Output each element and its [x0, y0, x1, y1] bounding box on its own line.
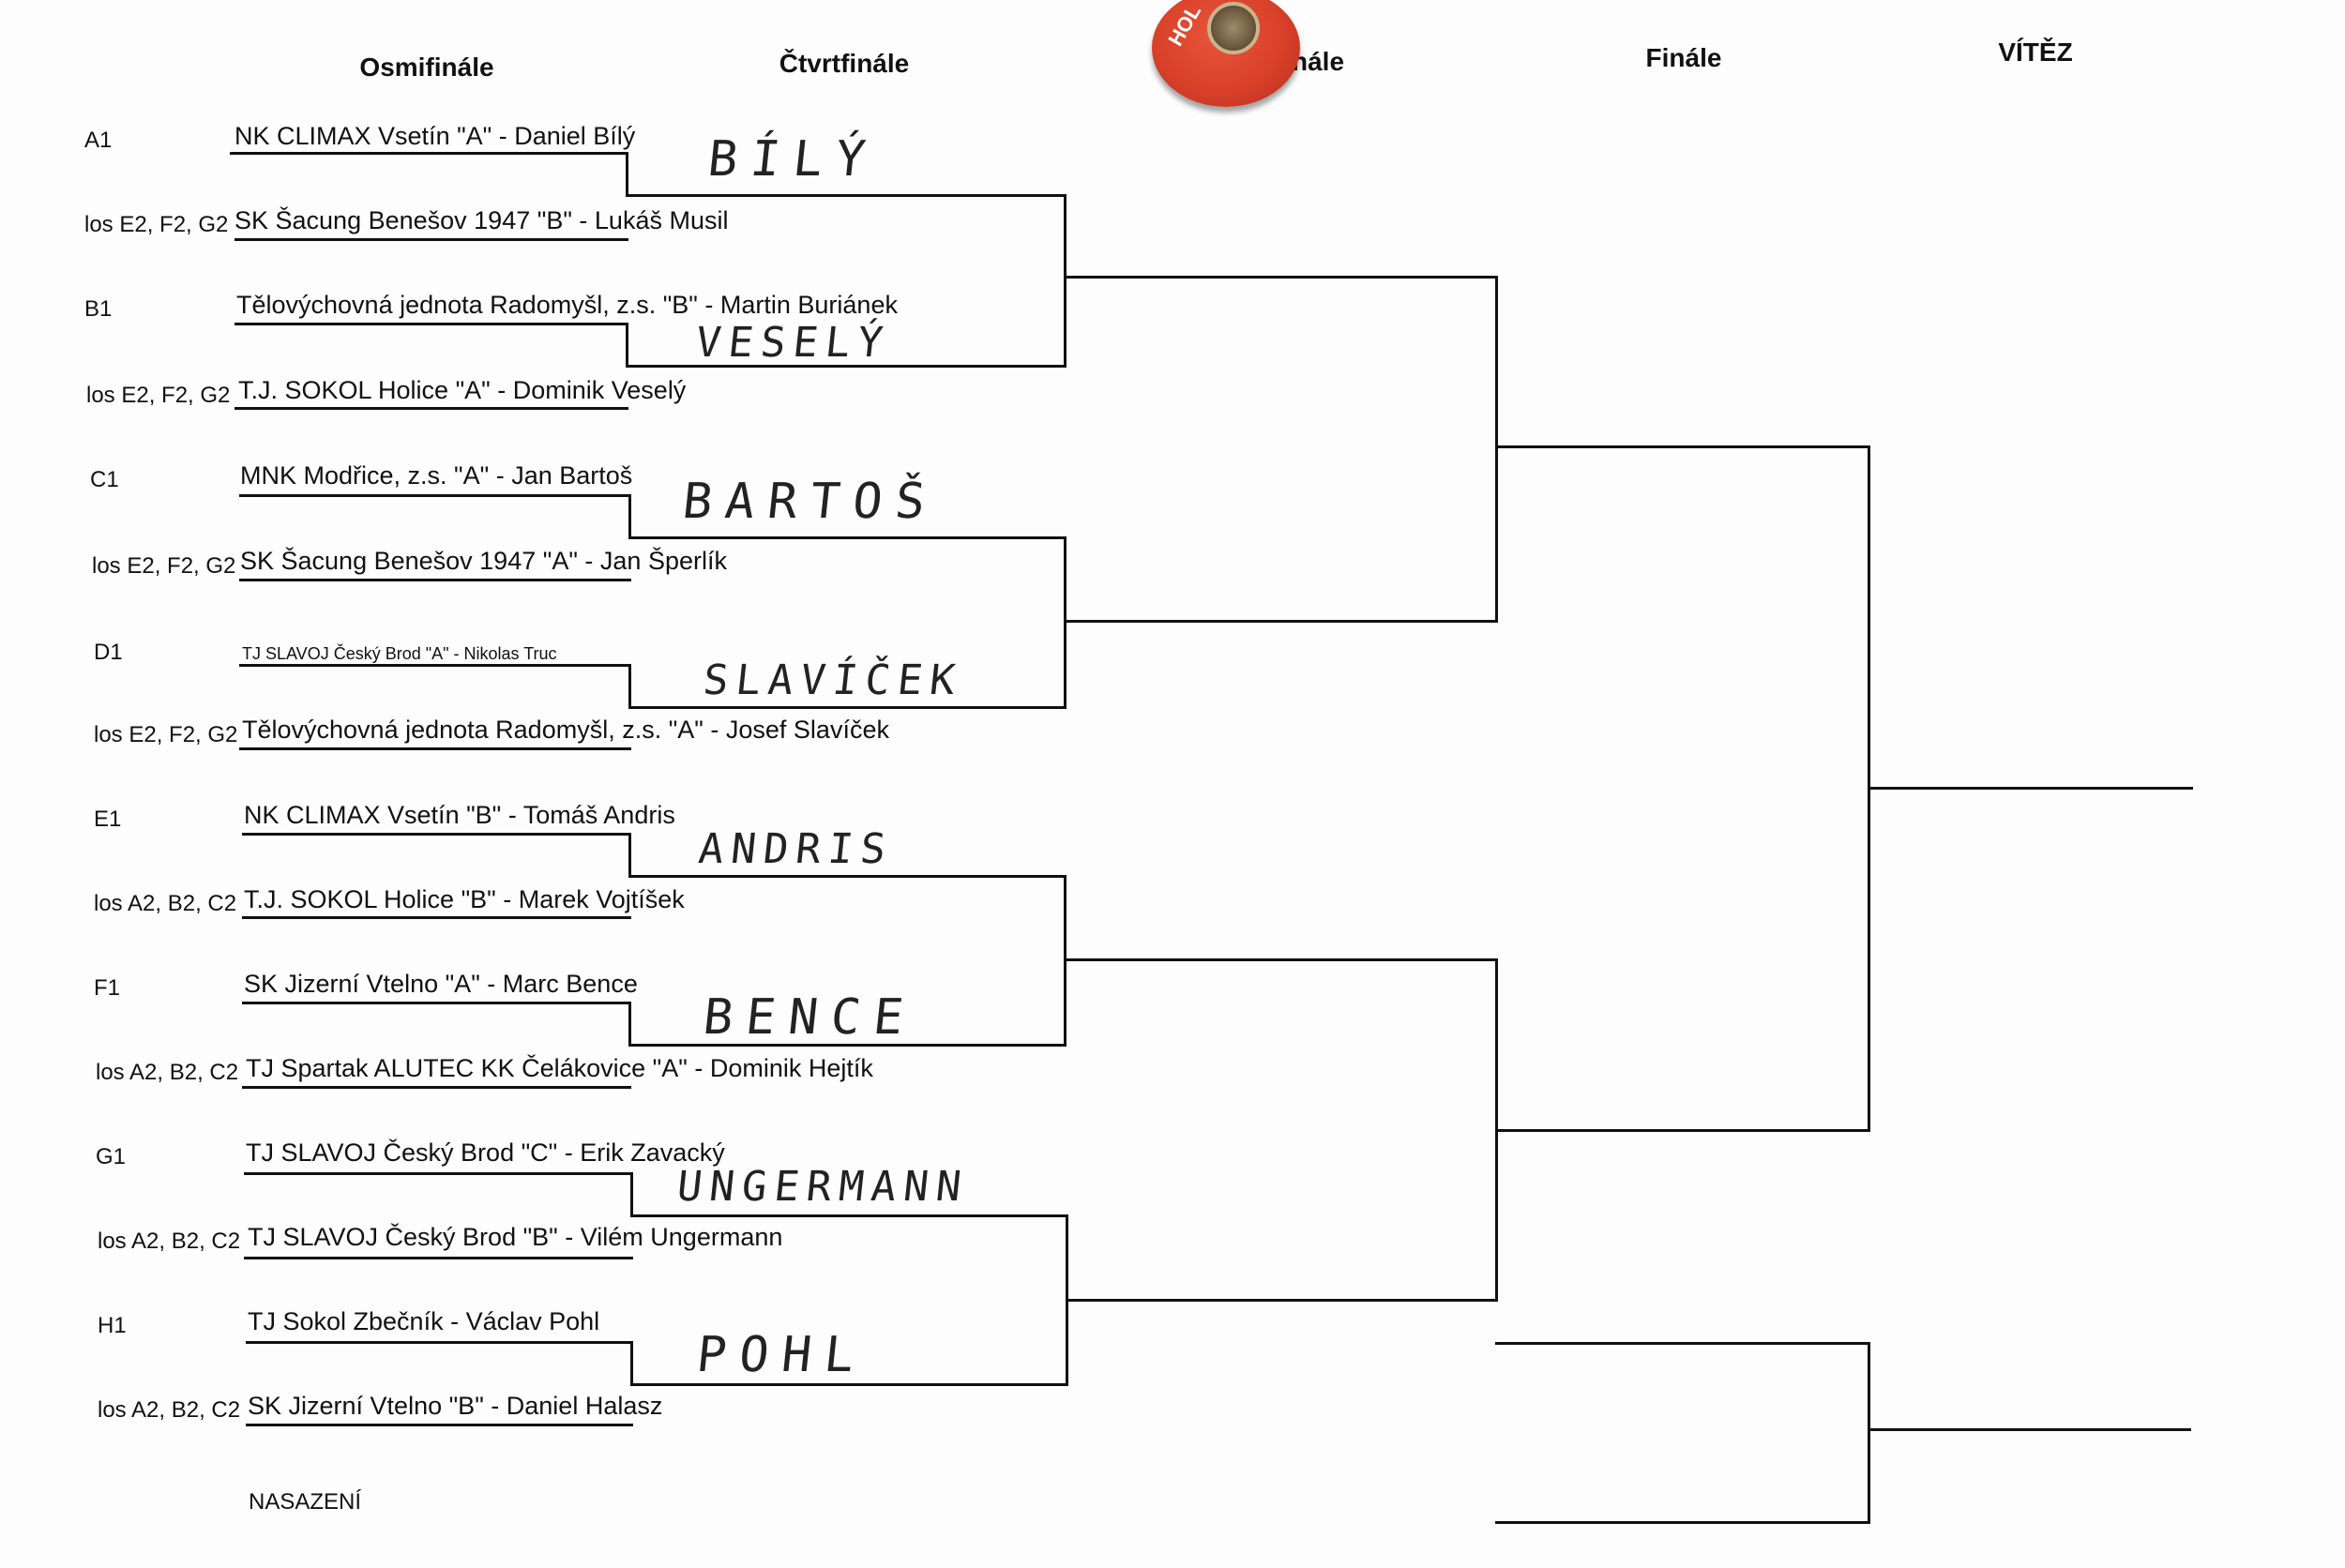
slot-line: [234, 407, 628, 410]
seed-label: los A2, B2, C2: [98, 1229, 241, 1254]
slot-line: [234, 238, 628, 241]
seed-label: H1: [98, 1313, 127, 1338]
qf-line: [626, 365, 1067, 368]
connector: [626, 323, 628, 367]
seed-label: G1: [96, 1144, 127, 1169]
magnet-hole: [1207, 2, 1260, 54]
third-place-line: [1495, 1342, 1870, 1345]
slot-line: [244, 1172, 633, 1175]
handwritten-winner: BARTOŠ: [679, 474, 941, 530]
seed-label: los E2, F2, G2: [86, 383, 231, 408]
header-quarterfinals: Čtvrtfinále: [779, 49, 910, 78]
seed-label: E1: [94, 807, 122, 832]
slot-line: [230, 152, 628, 155]
seed-label: los E2, F2, G2: [94, 722, 238, 747]
slot-line: [246, 1341, 633, 1344]
connector: [630, 1341, 633, 1385]
third-place-line: [1495, 1521, 1870, 1524]
slot-line: [242, 1002, 631, 1004]
team-entry: TJ SLAVOJ Český Brod "B" - Vilém Ungerma…: [248, 1223, 783, 1251]
connector: [1868, 1342, 1870, 1524]
team-entry: T.J. SOKOL Holice "A" - Dominik Veselý: [238, 376, 687, 404]
handwritten-winner: UNGERMANN: [674, 1163, 972, 1211]
seed-label: los A2, B2, C2: [96, 1060, 239, 1085]
slot-line: [246, 1424, 633, 1426]
team-entry: Tělovýchovná jednota Radomyšl, z.s. "B" …: [236, 291, 898, 319]
qf-line: [630, 1383, 1068, 1386]
seed-label: F1: [94, 975, 121, 1001]
seed-label: B1: [84, 296, 113, 322]
slot-line: [239, 664, 631, 667]
final-line: [1495, 445, 1870, 448]
connector: [628, 1002, 631, 1046]
slot-line: [239, 747, 631, 750]
slot-line: [242, 1086, 631, 1089]
seed-label: los A2, B2, C2: [98, 1397, 241, 1423]
final-line: [1495, 1129, 1870, 1132]
header-semifinals: nále: [1291, 47, 1345, 76]
sf-line: [1066, 1299, 1498, 1302]
qf-line: [628, 706, 1067, 709]
slot-line: [242, 916, 631, 919]
connector: [1064, 194, 1067, 368]
header-final: Finále: [1645, 43, 1722, 72]
team-entry: NK CLIMAX Vsetín "B" - Tomáš Andris: [244, 801, 675, 829]
connector: [628, 664, 631, 708]
handwritten-winner: VESELÝ: [693, 319, 893, 367]
handwritten-winner: ANDRIS: [696, 825, 896, 873]
team-entry: SK Šacung Benešov 1947 "B" - Lukáš Musil: [234, 206, 729, 234]
seed-label: los E2, F2, G2: [92, 553, 236, 579]
sf-line: [1064, 620, 1498, 623]
qf-line: [628, 536, 1067, 539]
slot-line: [244, 1257, 633, 1259]
team-entry: SK Šacung Benešov 1947 "A" - Jan Šperlík: [240, 547, 727, 575]
team-entry: Tělovýchovná jednota Radomyšl, z.s. "A" …: [242, 716, 889, 744]
connector: [628, 833, 631, 877]
team-entry: SK Jizerní Vtelno "B" - Daniel Halasz: [248, 1392, 663, 1420]
sf-line: [1064, 276, 1498, 279]
slot-line: [239, 494, 631, 497]
team-entry: T.J. SOKOL Holice "B" - Marek Vojtíšek: [244, 885, 685, 913]
qf-line: [630, 1214, 1068, 1217]
header-round-of-16: Osmifinále: [359, 53, 494, 82]
team-entry: NK CLIMAX Vsetín "A" - Daniel Bílý: [234, 122, 636, 150]
team-entry: MNK Modřice, z.s. "A" - Jan Bartoš: [240, 461, 633, 490]
seed-label: los A2, B2, C2: [94, 891, 237, 916]
connector: [628, 494, 631, 538]
seed-label: los E2, F2, G2: [84, 212, 229, 237]
seed-label: D1: [94, 640, 123, 665]
handwritten-winner: BÍLÝ: [704, 131, 882, 188]
qf-line: [628, 1044, 1067, 1047]
header-winner: VÍTĚZ: [1998, 38, 2073, 67]
connector: [1064, 536, 1067, 709]
sf-line: [1064, 958, 1498, 961]
footer-label: NASAZENÍ: [249, 1489, 362, 1515]
slot-line: [234, 323, 628, 325]
connector: [1495, 276, 1498, 623]
team-entry: TJ SLAVOJ Český Brod "A" - Nikolas Truc: [242, 644, 557, 663]
connector: [630, 1172, 633, 1216]
team-entry: TJ Sokol Zbečník - Václav Pohl: [248, 1307, 600, 1335]
third-place-winner-line: [1868, 1428, 2191, 1431]
qf-line: [626, 194, 1067, 197]
team-entry: TJ SLAVOJ Český Brod "C" - Erik Zavacký: [246, 1138, 725, 1167]
handwritten-winner: SLAVÍČEK: [701, 656, 965, 704]
slot-line: [242, 833, 631, 836]
qf-line: [628, 875, 1067, 878]
slot-line: [239, 579, 631, 581]
team-entry: SK Jizerní Vtelno "A" - Marc Bence: [244, 970, 638, 998]
seed-label: A1: [84, 128, 113, 153]
team-entry: TJ Spartak ALUTEC KK Čelákovice "A" - Do…: [246, 1054, 873, 1082]
handwritten-winner: POHL: [693, 1327, 870, 1383]
connector: [626, 152, 628, 196]
handwritten-winner: BENCE: [700, 989, 919, 1046]
winner-line: [1868, 787, 2193, 790]
seed-label: C1: [90, 467, 119, 492]
